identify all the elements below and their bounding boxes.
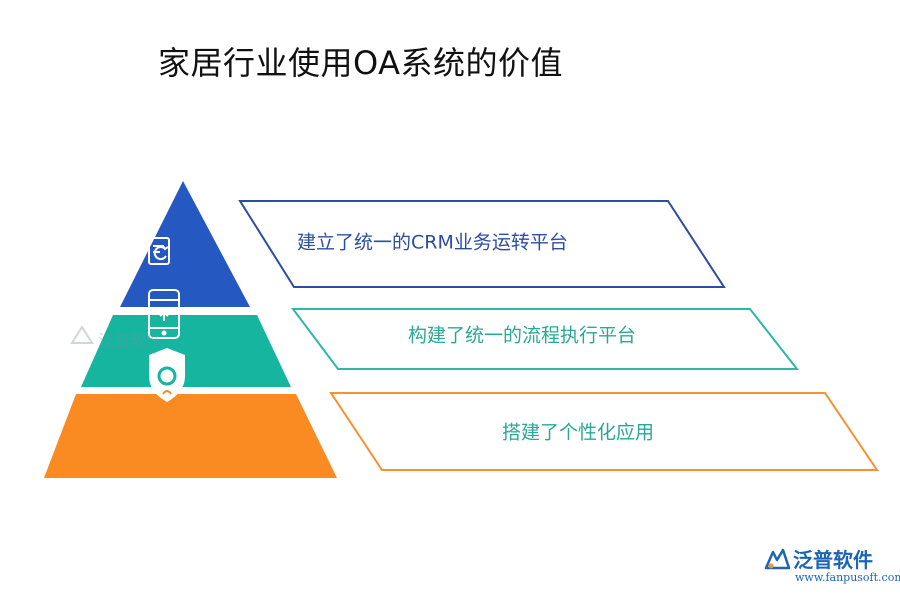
- pyramid-layer-top: [120, 181, 250, 307]
- label-box-bottom: [329, 392, 879, 471]
- watermark-logo-icon: [70, 325, 94, 344]
- watermark: 泛普软件: [68, 325, 162, 351]
- document-sync-icon: [148, 237, 170, 265]
- shield-user-icon: [149, 348, 185, 402]
- label-text-top: 建立了统一的CRM业务运转平台: [297, 232, 568, 254]
- brand-name: 泛普软件: [793, 548, 873, 572]
- page-title: 家居行业使用OA系统的价值: [158, 44, 564, 82]
- brand-logo-icon: [764, 548, 791, 570]
- pyramid-layer-middle: [81, 315, 291, 387]
- label-text-middle: 构建了统一的流程执行平台: [408, 325, 636, 347]
- brand-url: www.fanpusoft.com: [795, 571, 900, 584]
- watermark-text: 泛普软件: [98, 331, 163, 350]
- label-text-bottom: 搭建了个性化应用: [502, 422, 654, 444]
- mobile-phone-icon: [148, 289, 180, 339]
- label-box-middle: [291, 308, 800, 370]
- label-box-top: [238, 200, 726, 288]
- brand-logo: 泛普软件 www.fanpusoft.com: [763, 544, 900, 592]
- pyramid-layer-bottom: [44, 394, 337, 478]
